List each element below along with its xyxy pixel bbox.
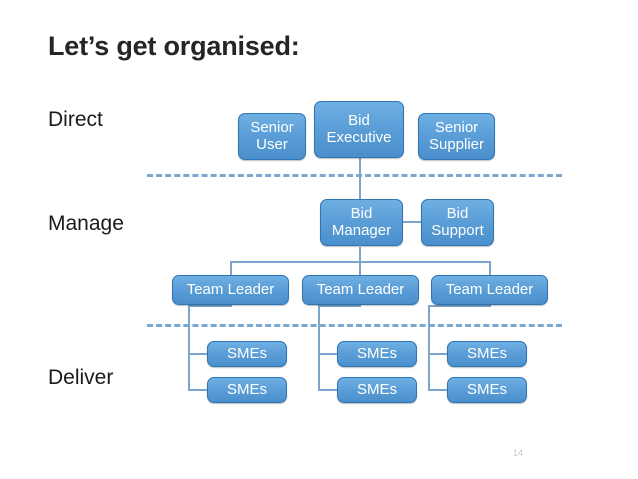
- connector-team-leader-3-to-smes-3a: [428, 353, 448, 355]
- connector-team-leader-3-drop: [489, 303, 491, 307]
- page-title: Let’s get organised:: [48, 31, 300, 61]
- node-bid-support[interactable]: Bid Support: [421, 199, 494, 246]
- connector-bus-to-team-leader-1: [230, 261, 232, 277]
- connector-team-leader-2-to-smes-2a: [318, 353, 338, 355]
- node-smes-3a[interactable]: SMEs: [447, 341, 527, 367]
- band-label-deliver: Deliver: [48, 366, 114, 389]
- connector-bid-manager-to-bid-support: [403, 221, 421, 223]
- node-smes-1b[interactable]: SMEs: [207, 377, 287, 403]
- connector-team-leader-1-to-smes-1a: [188, 353, 208, 355]
- node-smes-2b[interactable]: SMEs: [337, 377, 417, 403]
- connector-team-leader-2-stub: [318, 305, 360, 307]
- node-team-leader-2[interactable]: Team Leader: [302, 275, 419, 305]
- band-label-direct: Direct: [48, 108, 103, 131]
- node-senior-user[interactable]: Senior User: [238, 113, 306, 160]
- connector-team-leader-2-spine: [318, 305, 320, 390]
- connector-bid-executive-to-bid-manager: [359, 157, 361, 201]
- page-number: 14: [513, 448, 524, 458]
- connector-team-leader-3-spine: [428, 305, 430, 390]
- node-team-leader-3[interactable]: Team Leader: [431, 275, 548, 305]
- node-smes-2a[interactable]: SMEs: [337, 341, 417, 367]
- connector-team-leader-2-drop: [359, 303, 361, 307]
- node-bid-manager[interactable]: Bid Manager: [320, 199, 403, 246]
- connector-team-leader-bus: [230, 261, 490, 263]
- connector-team-leader-1-drop: [230, 303, 232, 307]
- connector-team-leader-1-spine: [188, 305, 190, 390]
- connector-bus-to-team-leader-3: [489, 261, 491, 277]
- connector-team-leader-1-to-smes-1b: [188, 389, 208, 391]
- band-divider-manage-deliver: [147, 324, 562, 327]
- node-team-leader-1[interactable]: Team Leader: [172, 275, 289, 305]
- band-label-manage: Manage: [48, 212, 124, 235]
- band-divider-direct-manage: [147, 174, 562, 177]
- connector-team-leader-2-to-smes-2b: [318, 389, 338, 391]
- node-smes-3b[interactable]: SMEs: [447, 377, 527, 403]
- connector-team-leader-1-stub: [188, 305, 230, 307]
- connector-team-leader-3-stub: [428, 305, 490, 307]
- node-bid-executive[interactable]: Bid Executive: [314, 101, 404, 158]
- node-senior-supplier[interactable]: Senior Supplier: [418, 113, 495, 160]
- connector-team-leader-3-to-smes-3b: [428, 389, 448, 391]
- node-smes-1a[interactable]: SMEs: [207, 341, 287, 367]
